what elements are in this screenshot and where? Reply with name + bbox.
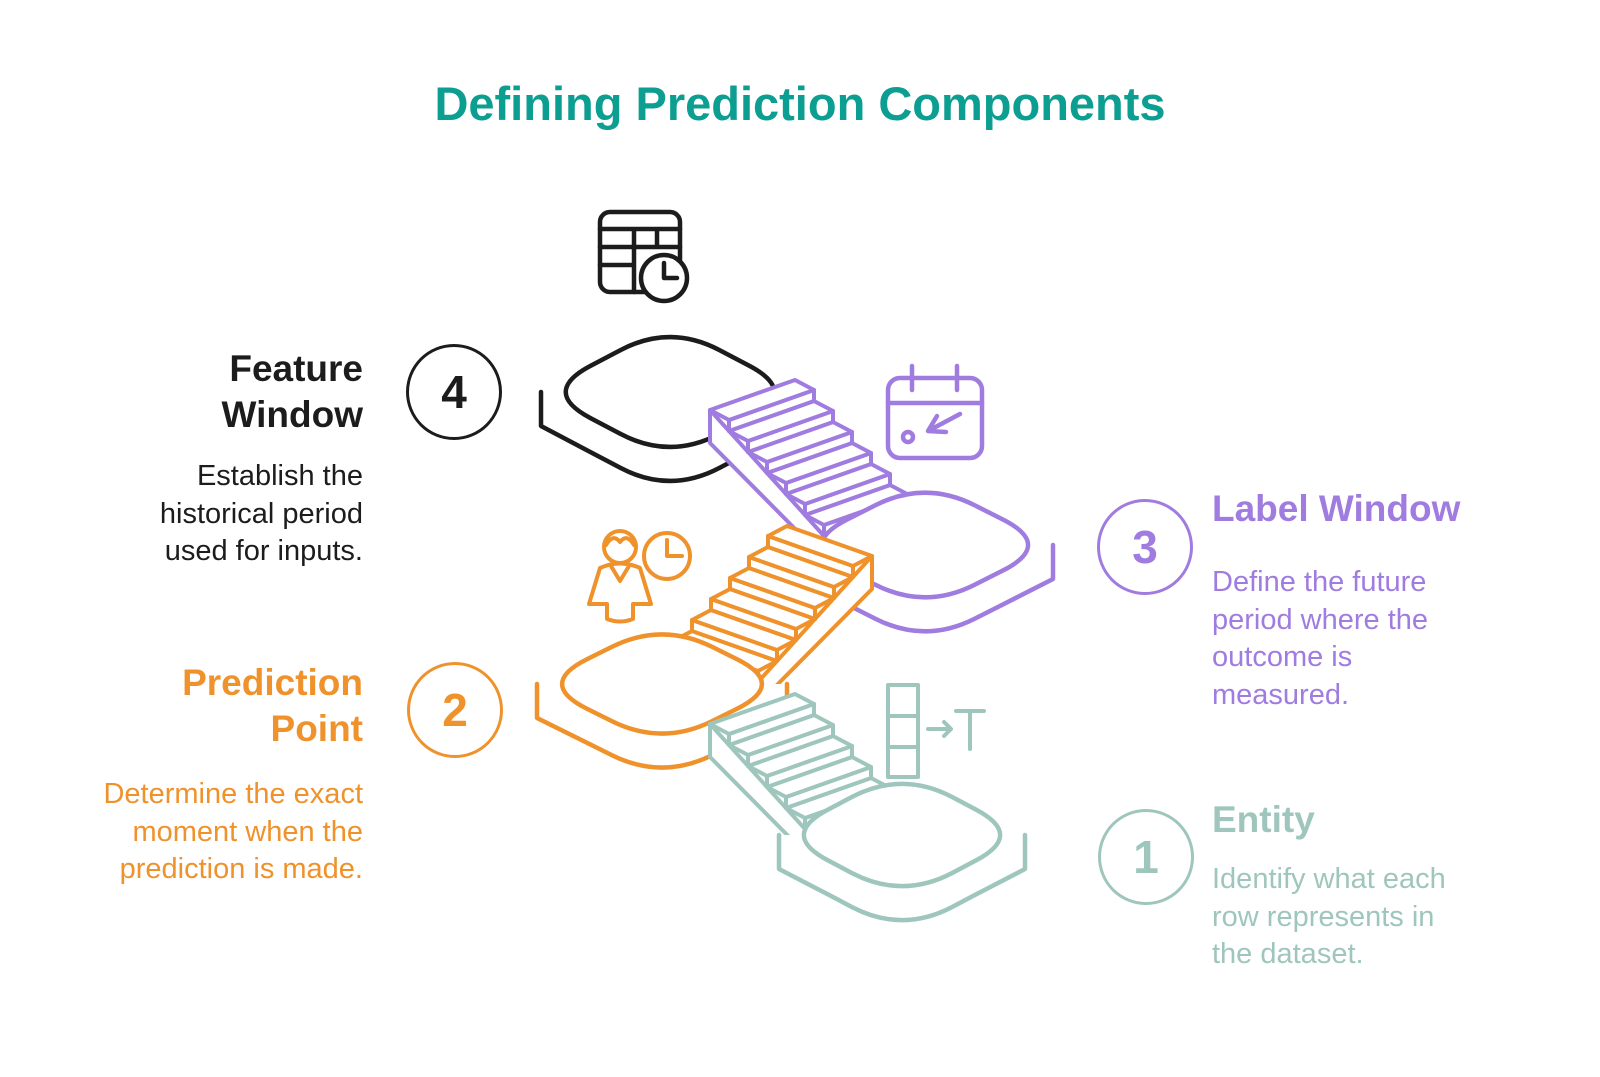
step-3-description: Define the future period where the outco… [1212, 566, 1429, 711]
step-2-description: Determine the exact moment when the pred… [103, 778, 363, 885]
page-title: Defining Prediction Components [434, 77, 1166, 130]
platform-prediction-point-top [559, 632, 765, 736]
step-number-badge-2: 2 [407, 662, 503, 758]
step-number-label: 1 [1133, 831, 1159, 883]
stairs-label-window-tread [708, 378, 816, 422]
step-1-title: Entity [1212, 799, 1315, 840]
step-3-title: Label Window [1212, 488, 1461, 529]
stairs-prediction-point-tread [766, 524, 874, 568]
person-clock-icon [587, 529, 692, 624]
step-1-description: Identify what each row represents in the… [1212, 863, 1446, 970]
step-number-badge-4: 4 [406, 344, 502, 440]
step-number-badge-1: 1 [1098, 809, 1194, 905]
calendar-arrow-icon [885, 363, 985, 461]
platform-entity-top [801, 781, 1003, 889]
step-number-label: 3 [1132, 521, 1158, 573]
step-4-description: Establish the historical period used for… [159, 460, 363, 567]
step-number-label: 2 [442, 684, 468, 736]
stairs-entity-tread [708, 692, 816, 736]
platforms-and-stairs [534, 334, 1056, 923]
step-number-label: 4 [441, 366, 467, 418]
table-clock-icon [597, 209, 690, 304]
step-number-badge-3: 3 [1097, 499, 1193, 595]
step-2-title: Prediction Point [182, 662, 363, 749]
rows-to-entity-icon [886, 683, 986, 779]
step-4-title: Feature Window [221, 348, 363, 435]
